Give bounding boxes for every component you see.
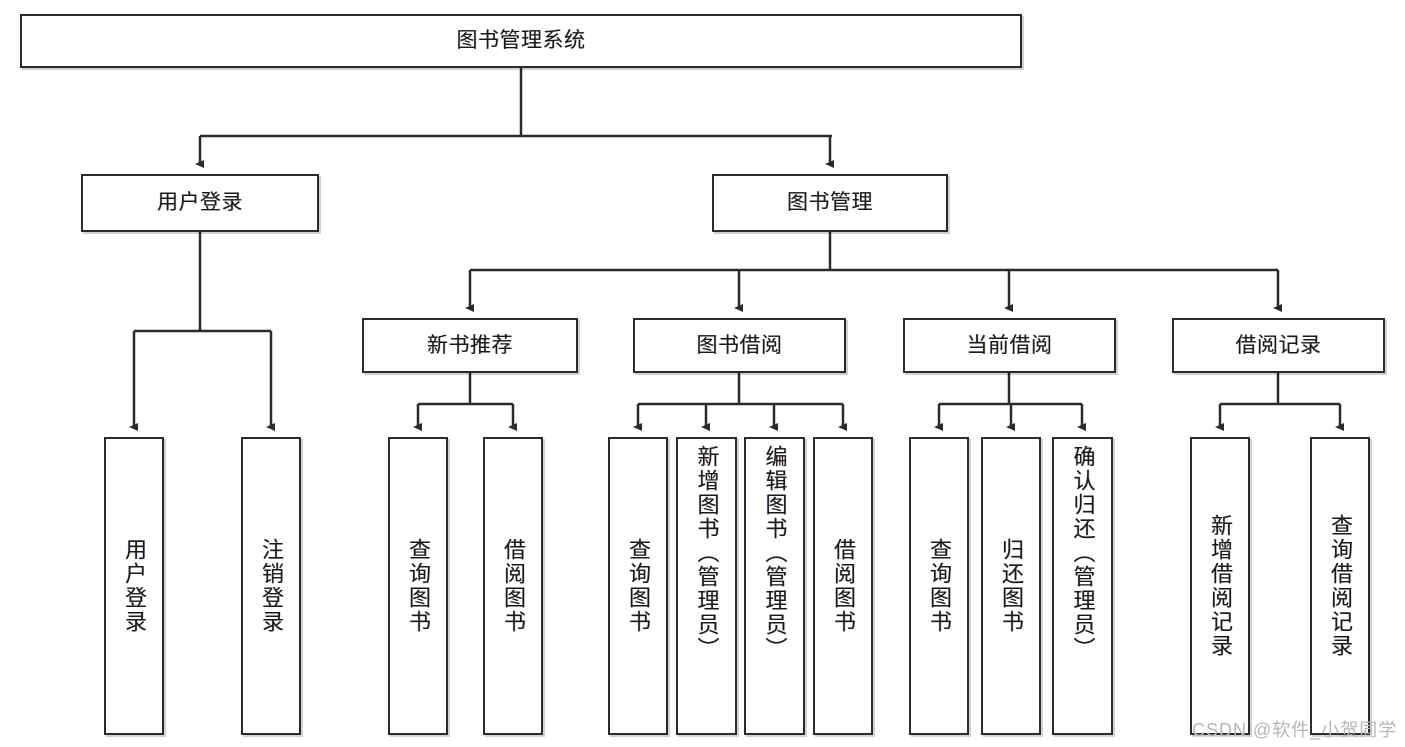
edge-root-to-level1 <box>195 68 834 168</box>
node-leaf-user-login-label: 用户登录 <box>121 538 147 634</box>
node-leaf-return-book[interactable]: 归还图书 <box>981 437 1041 735</box>
node-leaf-query-book-2-label: 查询图书 <box>625 538 651 634</box>
node-book-manage-label: 图书管理 <box>787 191 873 215</box>
node-borrow-record[interactable]: 借阅记录 <box>1172 318 1385 373</box>
node-user-login[interactable]: 用户登录 <box>81 174 319 232</box>
node-leaf-query-borrow-record[interactable]: 查询借阅记录 <box>1310 437 1370 735</box>
node-leaf-borrow-book-1-label: 借阅图书 <box>500 538 526 634</box>
edge-borrow-record-to-leaves <box>1215 373 1344 431</box>
node-root[interactable]: 图书管理系统 <box>20 14 1022 68</box>
node-book-borrow-label: 图书借阅 <box>696 333 783 357</box>
node-leaf-query-book-2[interactable]: 查询图书 <box>608 437 668 735</box>
node-book-borrow[interactable]: 图书借阅 <box>633 318 846 373</box>
node-leaf-logout[interactable]: 注销登录 <box>241 437 301 735</box>
node-leaf-query-book-1-label: 查询图书 <box>405 538 431 634</box>
edge-book-manage-to-level2 <box>465 232 1282 312</box>
csdn-watermark: CSDN @软件_小贺同学 <box>1192 720 1398 740</box>
node-leaf-borrow-book-2-label: 借阅图书 <box>830 538 856 634</box>
node-user-login-label: 用户登录 <box>157 191 243 215</box>
node-new-book-recommend-label: 新书推荐 <box>427 333 513 357</box>
node-root-label: 图书管理系统 <box>456 29 586 53</box>
edge-user-login-to-leaves <box>129 232 275 431</box>
node-leaf-add-book-admin[interactable]: 新增图书（管理员） <box>676 437 737 735</box>
node-leaf-confirm-return[interactable]: 确认归还（管理员） <box>1052 437 1113 735</box>
node-leaf-query-borrow-record-label: 查询借阅记录 <box>1327 514 1353 658</box>
edge-book-borrow-to-leaves <box>633 373 847 431</box>
edge-current-borrow-to-leaves <box>934 373 1086 431</box>
node-leaf-add-borrow-record[interactable]: 新增借阅记录 <box>1190 437 1250 735</box>
node-book-manage[interactable]: 图书管理 <box>712 174 948 232</box>
node-leaf-user-login[interactable]: 用户登录 <box>104 437 164 735</box>
node-current-borrow[interactable]: 当前借阅 <box>903 318 1116 373</box>
node-new-book-recommend[interactable]: 新书推荐 <box>362 318 578 373</box>
node-leaf-query-book-3[interactable]: 查询图书 <box>909 437 969 735</box>
node-leaf-query-book-3-label: 查询图书 <box>926 538 952 634</box>
node-leaf-add-book-admin-label: 新增图书（管理员） <box>694 445 720 661</box>
node-leaf-edit-book-admin-label: 编辑图书（管理员） <box>762 445 788 661</box>
node-leaf-return-book-label: 归还图书 <box>998 538 1024 634</box>
node-leaf-confirm-return-label: 确认归还（管理员） <box>1070 445 1096 661</box>
node-current-borrow-label: 当前借阅 <box>966 333 1053 357</box>
node-leaf-query-book-1[interactable]: 查询图书 <box>388 437 448 735</box>
edge-new-book-recommend-to-leaves <box>413 373 517 431</box>
node-leaf-logout-label: 注销登录 <box>258 538 284 634</box>
node-leaf-borrow-book-2[interactable]: 借阅图书 <box>813 437 873 735</box>
node-leaf-edit-book-admin[interactable]: 编辑图书（管理员） <box>744 437 805 735</box>
node-leaf-add-borrow-record-label: 新增借阅记录 <box>1207 514 1233 658</box>
node-leaf-borrow-book-1[interactable]: 借阅图书 <box>483 437 543 735</box>
node-borrow-record-label: 借阅记录 <box>1235 333 1322 357</box>
